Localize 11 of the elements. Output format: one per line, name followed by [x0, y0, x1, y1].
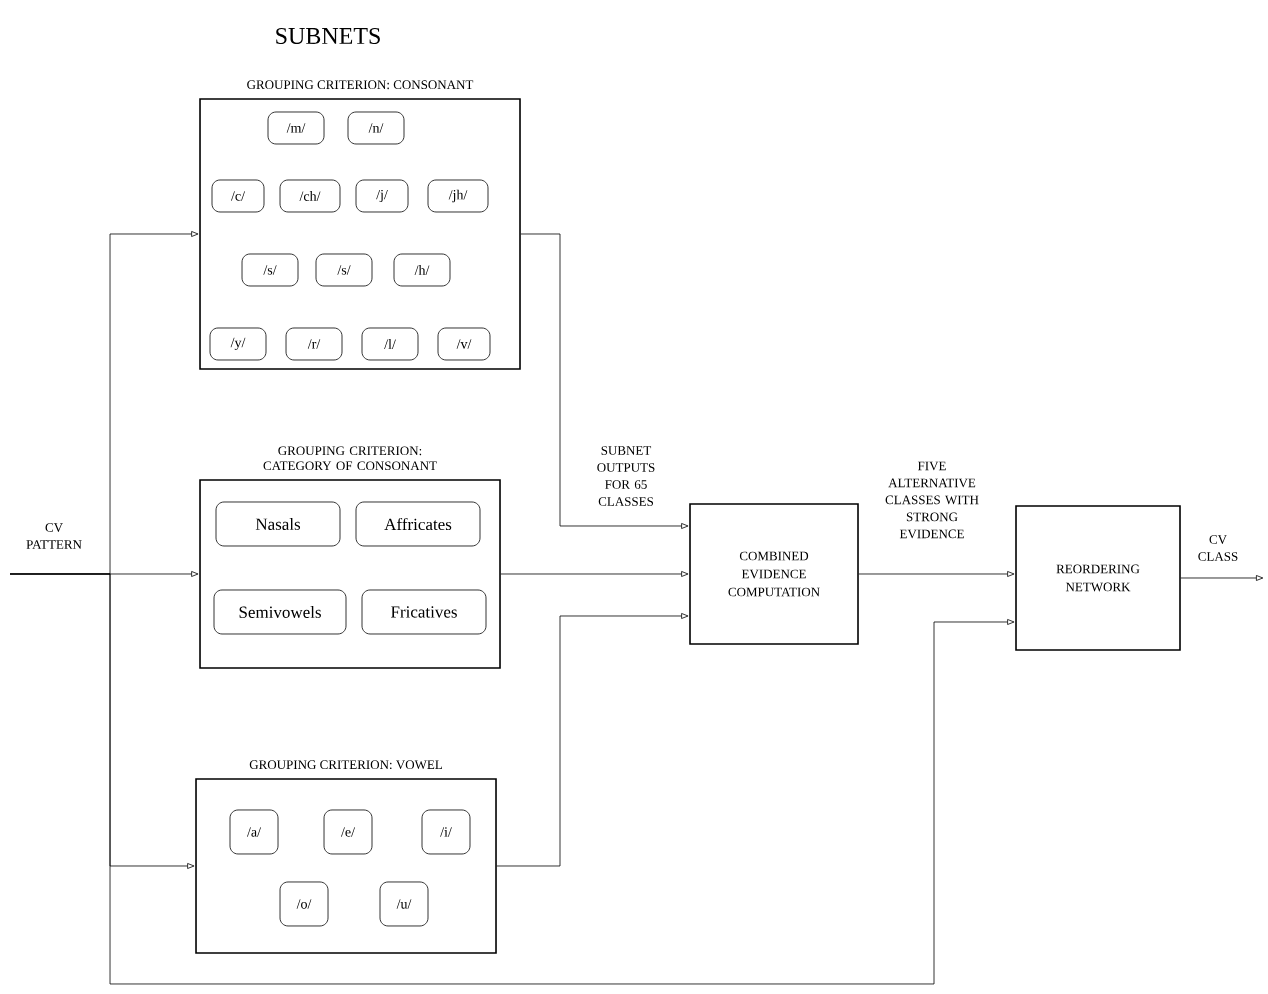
- arrow: [1180, 575, 1264, 581]
- arrow: [500, 571, 689, 577]
- class-box: Nasals: [215, 501, 341, 547]
- class-box: Fricatives: [361, 589, 487, 635]
- title: SUBNETS: [276, 27, 380, 45]
- arrow: [9, 573, 1015, 985]
- class-box: Semivowels: [213, 589, 347, 635]
- arrow: [496, 613, 689, 867]
- class-box: Affricates: [355, 501, 481, 547]
- arrow: [858, 571, 1015, 577]
- arrow: [520, 233, 689, 529]
